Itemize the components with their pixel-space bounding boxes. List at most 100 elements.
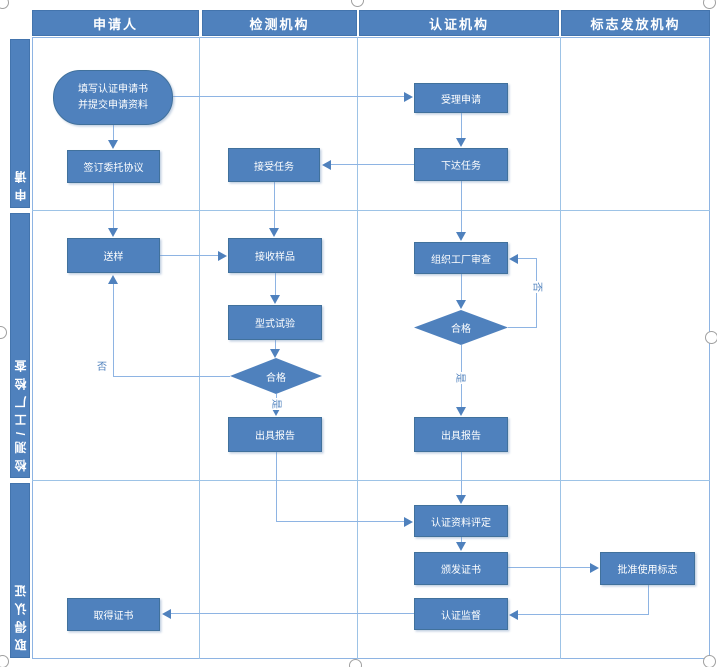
connector-segment [113, 183, 114, 233]
node-label: 认证监督 [441, 610, 481, 622]
connector-segment [648, 585, 649, 615]
arrow-head [509, 610, 518, 620]
phase-header-obtain-certification[interactable]: 取得认证 [10, 483, 30, 658]
node-label: 认证资料评定 [431, 517, 491, 529]
arrow-head [271, 407, 281, 416]
phase-header-label: 检测/工厂检查 [13, 353, 28, 471]
lane-header-applicant[interactable]: 申请人 [32, 10, 199, 36]
node-issue-certificate[interactable]: 颁发证书 [414, 552, 508, 585]
connector-segment [113, 277, 114, 376]
arrow-head [269, 228, 279, 237]
node-label: 出具报告 [441, 431, 481, 442]
node-label: 型式试验 [255, 319, 295, 330]
connector-segment [173, 96, 406, 97]
node-label: 合格 [451, 324, 471, 335]
arrow-head [590, 563, 599, 573]
column-divider [357, 37, 358, 659]
connector-segment [461, 181, 462, 238]
node-label: 接受任务 [254, 161, 294, 173]
node-label: 组织工厂审查 [431, 254, 491, 266]
edge-label-no: 否 [96, 362, 108, 374]
node-label: 取得证书 [93, 611, 134, 622]
connector-segment [461, 274, 462, 306]
selection-handle-middle-left[interactable] [0, 326, 7, 339]
arrow-head [162, 609, 171, 619]
selection-handle-bottom-right[interactable] [703, 655, 716, 667]
connector-segment [113, 376, 230, 377]
arrow-head [456, 300, 466, 309]
connector-segment [275, 273, 276, 300]
edge-label-yes: 是 [269, 398, 281, 410]
node-label: 送样 [103, 252, 124, 263]
node-cert-supervision[interactable]: 认证监督 [414, 598, 508, 630]
phase-header-label: 取得认证 [13, 579, 28, 651]
connector-segment [514, 614, 648, 615]
node-label: 接收样品 [255, 252, 295, 263]
node-receive-sample[interactable]: 接收样品 [228, 238, 322, 273]
edge-label-yes: 是 [453, 372, 465, 384]
arrow-head [456, 232, 466, 241]
connector-segment [461, 452, 462, 502]
column-divider [199, 37, 200, 659]
selection-handle-bottom-left[interactable] [0, 655, 9, 667]
arrow-head [218, 251, 227, 261]
node-obtain-certificate[interactable]: 取得证书 [67, 598, 160, 631]
selection-handle-top-left[interactable] [0, 0, 9, 9]
node-assign-task[interactable]: 下达任务 [414, 148, 508, 181]
lane-header-label: 申请人 [92, 16, 138, 32]
node-factory-review[interactable]: 组织工厂审查 [414, 242, 508, 274]
connector-segment [165, 613, 414, 614]
node-label: 下达任务 [441, 161, 481, 172]
node-accept-application[interactable]: 受理申请 [414, 83, 508, 113]
connector-segment [276, 521, 406, 522]
connector-segment [514, 258, 536, 259]
connector-segment [113, 125, 114, 145]
selection-handle-top-center[interactable] [351, 0, 364, 7]
phase-header-testing-inspection[interactable]: 检测/工厂检查 [10, 213, 30, 478]
arrow-head [404, 92, 413, 102]
node-type-test[interactable]: 型式试验 [228, 305, 322, 340]
node-issue-report-cert[interactable]: 出具报告 [414, 417, 508, 452]
node-label: 合格 [266, 372, 286, 384]
arrow-head [270, 349, 280, 358]
phase-header-application[interactable]: 申请 [10, 39, 30, 208]
node-label-line: 填写认证申请书 [78, 84, 148, 95]
connector-segment [461, 113, 462, 143]
column-divider [560, 37, 561, 659]
arrow-head [456, 495, 466, 504]
phase-header-label: 申请 [13, 165, 28, 201]
selection-handle-middle-right[interactable] [705, 331, 717, 344]
lane-header-label: 认证机构 [428, 16, 489, 32]
node-label: 签订委托协议 [83, 163, 144, 174]
lane-header-mark-issuing-org[interactable]: 标志发放机构 [561, 10, 710, 36]
swimlane-grid-border [32, 37, 710, 659]
arrow-head [108, 140, 118, 149]
row-divider [32, 480, 710, 481]
node-issue-report-test[interactable]: 出具报告 [228, 417, 322, 452]
arrow-head [322, 160, 331, 170]
connector-segment [508, 567, 596, 568]
arrow-head [456, 138, 466, 147]
node-accept-task[interactable]: 接受任务 [228, 148, 320, 182]
node-label: 填写认证申请书 并提交申请资料 [78, 82, 148, 113]
node-send-sample[interactable]: 送样 [67, 238, 160, 273]
selection-handle-bottom-center[interactable] [349, 659, 362, 667]
node-fill-application[interactable]: 填写认证申请书 并提交申请资料 [53, 70, 173, 125]
connector-segment [160, 255, 220, 256]
connector-segment [329, 164, 414, 165]
connector-segment [274, 182, 275, 233]
node-approve-mark[interactable]: 批准使用标志 [600, 552, 695, 585]
lane-header-label: 检测机构 [249, 16, 310, 32]
node-sign-agreement[interactable]: 签订委托协议 [67, 150, 160, 183]
node-material-evaluation[interactable]: 认证资料评定 [414, 505, 508, 537]
arrow-head [456, 407, 466, 416]
lane-header-testing-org[interactable]: 检测机构 [202, 10, 357, 36]
arrow-head [108, 275, 118, 284]
selection-handle-top-right[interactable] [703, 0, 716, 9]
arrow-head [270, 295, 280, 304]
arrow-head [509, 254, 518, 264]
lane-header-certification-org[interactable]: 认证机构 [359, 10, 559, 36]
arrow-head [108, 228, 118, 237]
node-label: 出具报告 [255, 431, 295, 442]
